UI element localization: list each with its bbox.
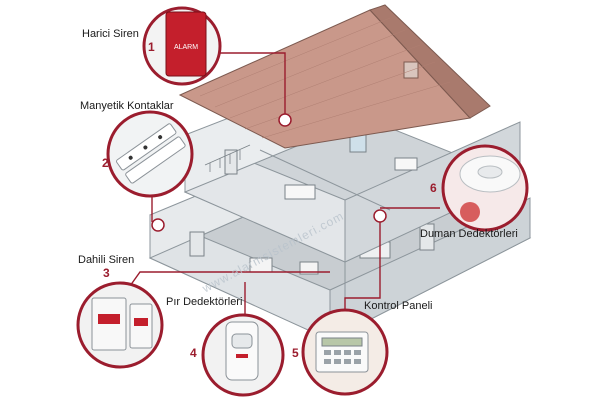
table [299,261,319,275]
bed [394,157,418,171]
target-marker-6 [373,209,387,223]
callout-harici-siren: ALARM [142,6,222,86]
number-5: 5 [292,346,299,360]
callout-pir-dedektorleri [201,313,285,397]
magnetic-contact-icon [116,123,186,184]
target-marker-1 [278,113,292,127]
smoke-detector-icon [459,155,521,222]
upper-partition-wall [259,149,391,211]
pir-detector-icon [225,321,259,381]
chimney [403,61,419,79]
door [189,231,205,257]
callout-dahili-siren [76,281,164,369]
balcony-railing [204,144,251,172]
number-4: 4 [190,346,197,360]
number-3: 3 [103,266,110,280]
roof-ridge [369,4,491,119]
control-panel-icon [315,331,369,373]
target-marker-2 [151,218,165,232]
label-dahili-siren: Dahili Siren [78,254,135,266]
number-6: 6 [430,181,437,195]
indoor-siren-icon [91,297,153,351]
label-duman-dedektorleri: Duman Dedektörleri [420,228,518,240]
bed [284,184,316,200]
label-kontrol-paneli: Kontrol Paneli [364,300,433,312]
siren-badge-text: ALARM [174,44,198,51]
roof-tiles [199,17,451,139]
label-pir-dedektorleri: Pır Dedektörleri [166,296,243,308]
callout-kontrol-paneli [301,308,389,396]
label-harici-siren: Harici Siren [82,28,139,40]
connector-line-1 [203,52,286,118]
callout-duman-dedektorleri [441,144,529,232]
label-manyetik-kontaklar: Manyetik Kontaklar [80,100,174,112]
callout-manyetik-kontaklar [106,110,194,198]
number-1: 1 [148,40,155,54]
siren-box-icon [165,11,207,77]
door [224,149,238,175]
number-2: 2 [102,156,109,170]
